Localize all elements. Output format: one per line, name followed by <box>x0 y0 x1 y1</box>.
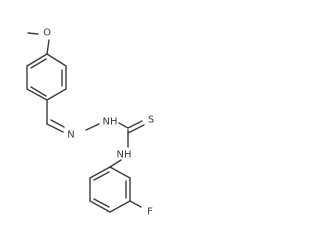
bond-ring1-f <box>26 53 48 67</box>
bond-ch-n-2 <box>50 119 65 128</box>
bond-n-nh <box>85 123 100 131</box>
atom-fluorine: F <box>147 207 153 218</box>
structure-diagram: O N NH S NH F <box>26 28 154 218</box>
bond-ring1-c <box>46 88 67 101</box>
bond-o-ring1 <box>46 39 50 55</box>
bond-ch-n-1 <box>46 123 64 133</box>
bond-nh-c <box>118 122 129 129</box>
fluorophenyl-ring <box>89 166 131 213</box>
bond-ring1-d <box>26 88 48 101</box>
bond-methyl-o <box>27 32 39 35</box>
bond-ring1-inner-2 <box>30 86 47 97</box>
atom-sulfur: S <box>148 115 154 126</box>
bond-c-s-1 <box>127 120 143 129</box>
bond-nh2-ring2 <box>109 159 122 168</box>
bond-ring1-inner-3 <box>30 58 47 69</box>
bond-c-s-2 <box>127 124 145 134</box>
bond-ring1-a <box>46 53 67 67</box>
atom-nh-aryl: NH <box>117 150 132 161</box>
atom-oxygen: O <box>43 28 51 39</box>
atom-nitrogen: N <box>67 130 74 141</box>
bond-ring2-f <box>129 200 142 208</box>
atom-nh-hydrazine: NH <box>103 117 118 128</box>
